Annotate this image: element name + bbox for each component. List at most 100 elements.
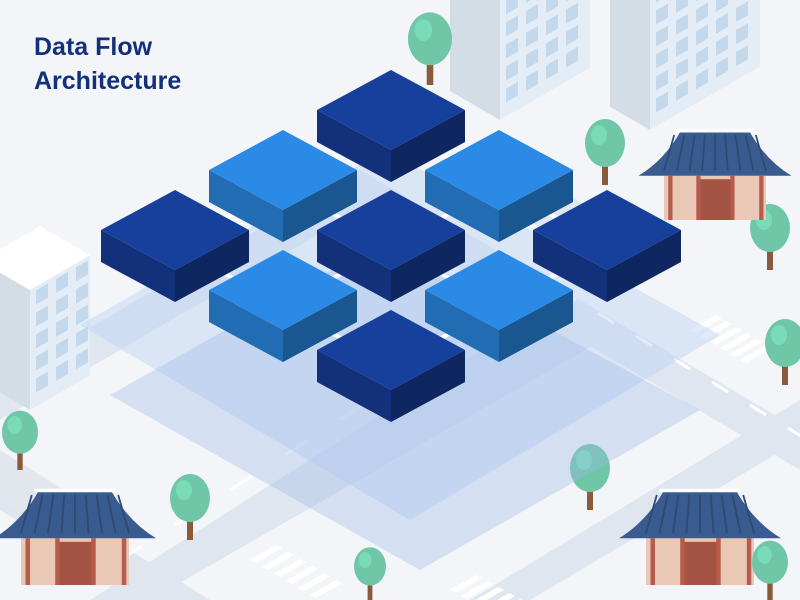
crosswalk-stripe <box>700 321 732 339</box>
hanok-roof-tile <box>724 134 729 171</box>
tree-canopy <box>354 547 386 586</box>
hanok-roof-tile <box>47 494 55 533</box>
node-left-face <box>317 230 391 302</box>
building-window <box>506 37 518 59</box>
building-window <box>696 68 708 90</box>
tree-highlight <box>771 325 787 345</box>
tree <box>752 540 788 600</box>
tree-trunk <box>587 480 593 510</box>
tree-trunk <box>17 443 23 470</box>
building-window <box>656 69 668 91</box>
tree-highlight <box>414 19 433 41</box>
crosswalk-stripe <box>298 573 330 591</box>
hanok-roof-tile <box>688 134 696 171</box>
diagram-node <box>209 250 357 362</box>
building-window <box>76 282 88 304</box>
hanok-roof-tile <box>84 494 90 533</box>
building-window <box>676 57 688 79</box>
building-window <box>716 56 728 78</box>
road-marking <box>711 380 729 394</box>
tree-trunk <box>767 240 773 270</box>
building-window <box>526 3 538 25</box>
diagram-node <box>317 310 465 422</box>
building-window <box>76 260 88 282</box>
building-window <box>716 34 728 56</box>
crosswalk-stripe <box>475 587 504 600</box>
crosswalk-stripe <box>730 339 762 357</box>
building-window <box>656 3 668 25</box>
building-window <box>76 348 88 370</box>
building-window <box>526 47 538 69</box>
tree-highlight <box>358 552 372 568</box>
hanok-roof-tile <box>709 494 715 533</box>
building-side <box>610 0 650 130</box>
hanok-roof-tile <box>663 134 676 171</box>
title-line-1: Data Flow <box>34 33 153 61</box>
node-top-face <box>101 190 249 270</box>
building-window <box>716 12 728 34</box>
building-window <box>546 0 558 14</box>
building-window <box>566 2 578 24</box>
hanok-roof-tile <box>734 134 742 171</box>
building-window <box>676 79 688 101</box>
building-window <box>76 326 88 348</box>
building-front <box>500 0 590 120</box>
hanok-pillar <box>121 535 127 585</box>
node-left-face <box>317 350 391 422</box>
tree <box>354 547 386 600</box>
node-right-face <box>499 290 573 362</box>
building-window <box>526 0 532 3</box>
node-right-face <box>391 230 465 302</box>
road-marking <box>339 404 363 422</box>
building-window <box>56 293 68 315</box>
node-top-face <box>533 190 681 270</box>
node-top-face <box>317 310 465 390</box>
tree <box>585 119 625 185</box>
hanok-roof-tile <box>95 494 103 533</box>
hanok-pillar <box>696 173 701 220</box>
hanok-roof-tile <box>20 494 33 534</box>
crosswalk-stripe <box>286 566 318 584</box>
road-marking <box>597 311 615 325</box>
building-window <box>36 283 48 305</box>
building-window <box>696 24 708 46</box>
diagram-title: Data Flow Architecture <box>34 30 294 98</box>
hanok-roof-tile <box>675 134 686 171</box>
building-window <box>36 371 48 393</box>
building-window <box>506 59 518 81</box>
tree-highlight <box>591 125 607 145</box>
building-window <box>506 81 518 103</box>
hanok-pillar <box>55 535 60 585</box>
hanok-pillar <box>759 173 764 220</box>
data-flow-diagram <box>80 70 720 570</box>
node-top-face <box>317 190 465 270</box>
building-window <box>736 1 748 23</box>
crosswalk-stripe <box>262 552 294 570</box>
building-window <box>526 25 538 47</box>
diagram-node <box>425 130 573 242</box>
tree-highlight <box>757 546 772 564</box>
tree <box>170 474 210 540</box>
crosswalk-stripe <box>740 345 772 363</box>
hanok-pillar <box>25 535 30 585</box>
tree-highlight <box>7 416 22 434</box>
road-marking <box>749 403 767 417</box>
building-window <box>656 25 668 47</box>
hanok-roof-tile <box>701 134 706 171</box>
crosswalk-stripe <box>450 575 482 593</box>
hanok-roof-tile <box>742 494 755 534</box>
tree-highlight <box>576 450 592 470</box>
building-window <box>546 36 558 58</box>
tree-canopy <box>2 410 38 454</box>
road-marking <box>673 357 691 371</box>
building-window <box>56 271 68 293</box>
tree-trunk <box>426 52 434 85</box>
node-top-face <box>425 250 573 330</box>
node-right-face <box>499 170 573 242</box>
diagram-node <box>317 70 465 182</box>
diagram-node <box>317 190 465 302</box>
hanok-house <box>619 488 781 585</box>
building-side <box>0 272 30 410</box>
hanok-roof-tile <box>117 494 130 534</box>
